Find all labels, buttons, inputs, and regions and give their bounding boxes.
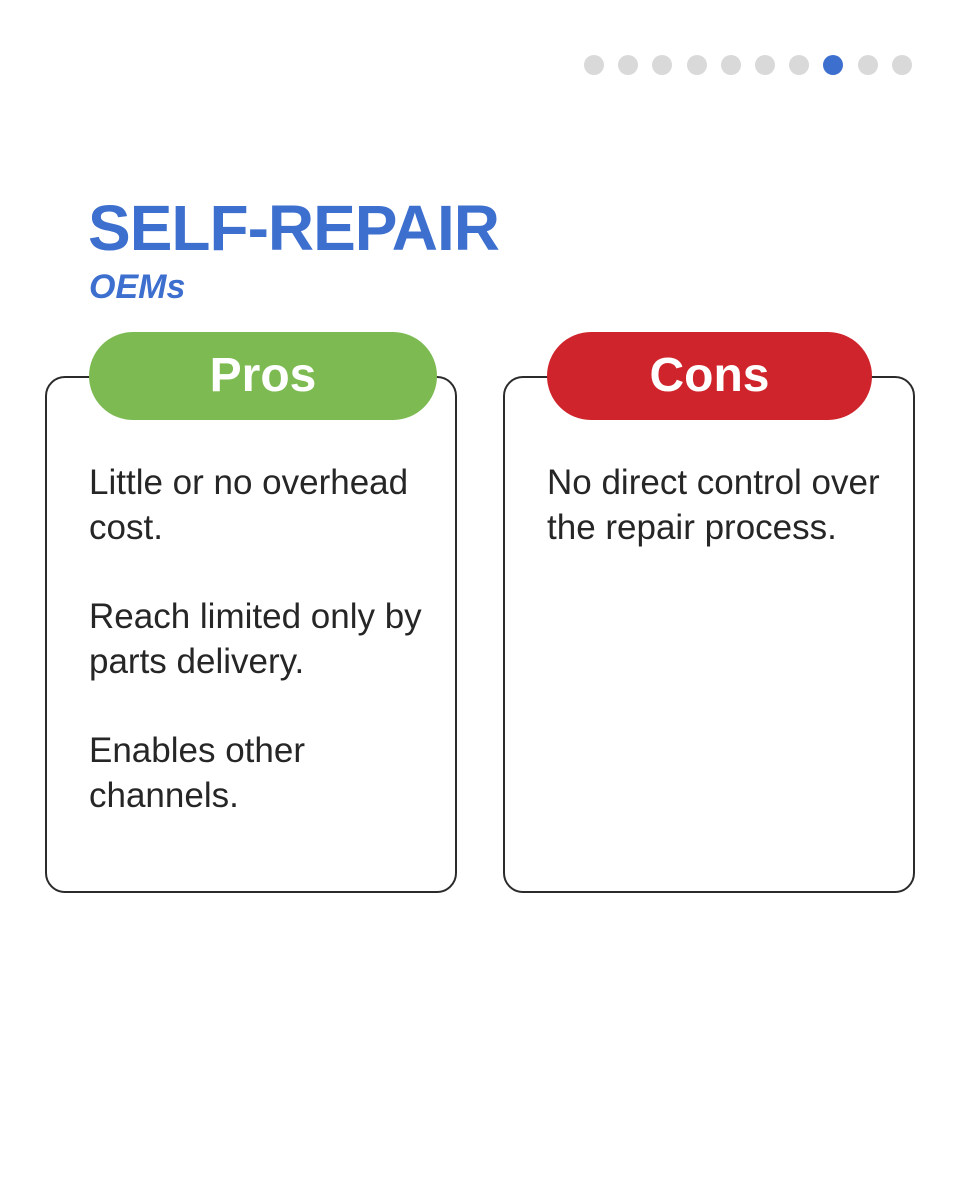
pagination-dot-4[interactable] (686, 55, 707, 75)
pagination-dot-8-active[interactable] (823, 55, 844, 75)
pros-label-pill: Pros (89, 332, 437, 420)
pagination-dot-6[interactable] (754, 55, 775, 75)
pagination-dot-1[interactable] (584, 55, 604, 75)
cons-item-1: No direct control over the repair proces… (547, 463, 880, 547)
pros-item-3: Enables other channels. (89, 731, 305, 815)
pros-item-1: Little or no overhead cost. (89, 463, 409, 547)
pagination-dot-9[interactable] (857, 55, 878, 75)
pros-list: Little or no overhead cost. Reach limite… (89, 460, 435, 862)
pagination-dot-7[interactable] (789, 55, 810, 75)
pros-card: Little or no overhead cost. Reach limite… (45, 376, 457, 893)
pagination-dot-3[interactable] (652, 55, 673, 75)
cons-list: No direct control over the repair proces… (547, 460, 893, 594)
cons-card: No direct control over the repair proces… (503, 376, 915, 893)
pagination-dot-5[interactable] (720, 55, 741, 75)
pagination-dot-2[interactable] (618, 55, 639, 75)
page-subtitle: OEMs (89, 268, 186, 306)
pagination-dots (584, 55, 912, 75)
cons-label-pill: Cons (547, 332, 872, 420)
page-title: SELF-REPAIR (88, 192, 500, 264)
pros-item-2: Reach limited only by parts delivery. (89, 597, 422, 681)
pagination-dot-10[interactable] (891, 55, 912, 75)
